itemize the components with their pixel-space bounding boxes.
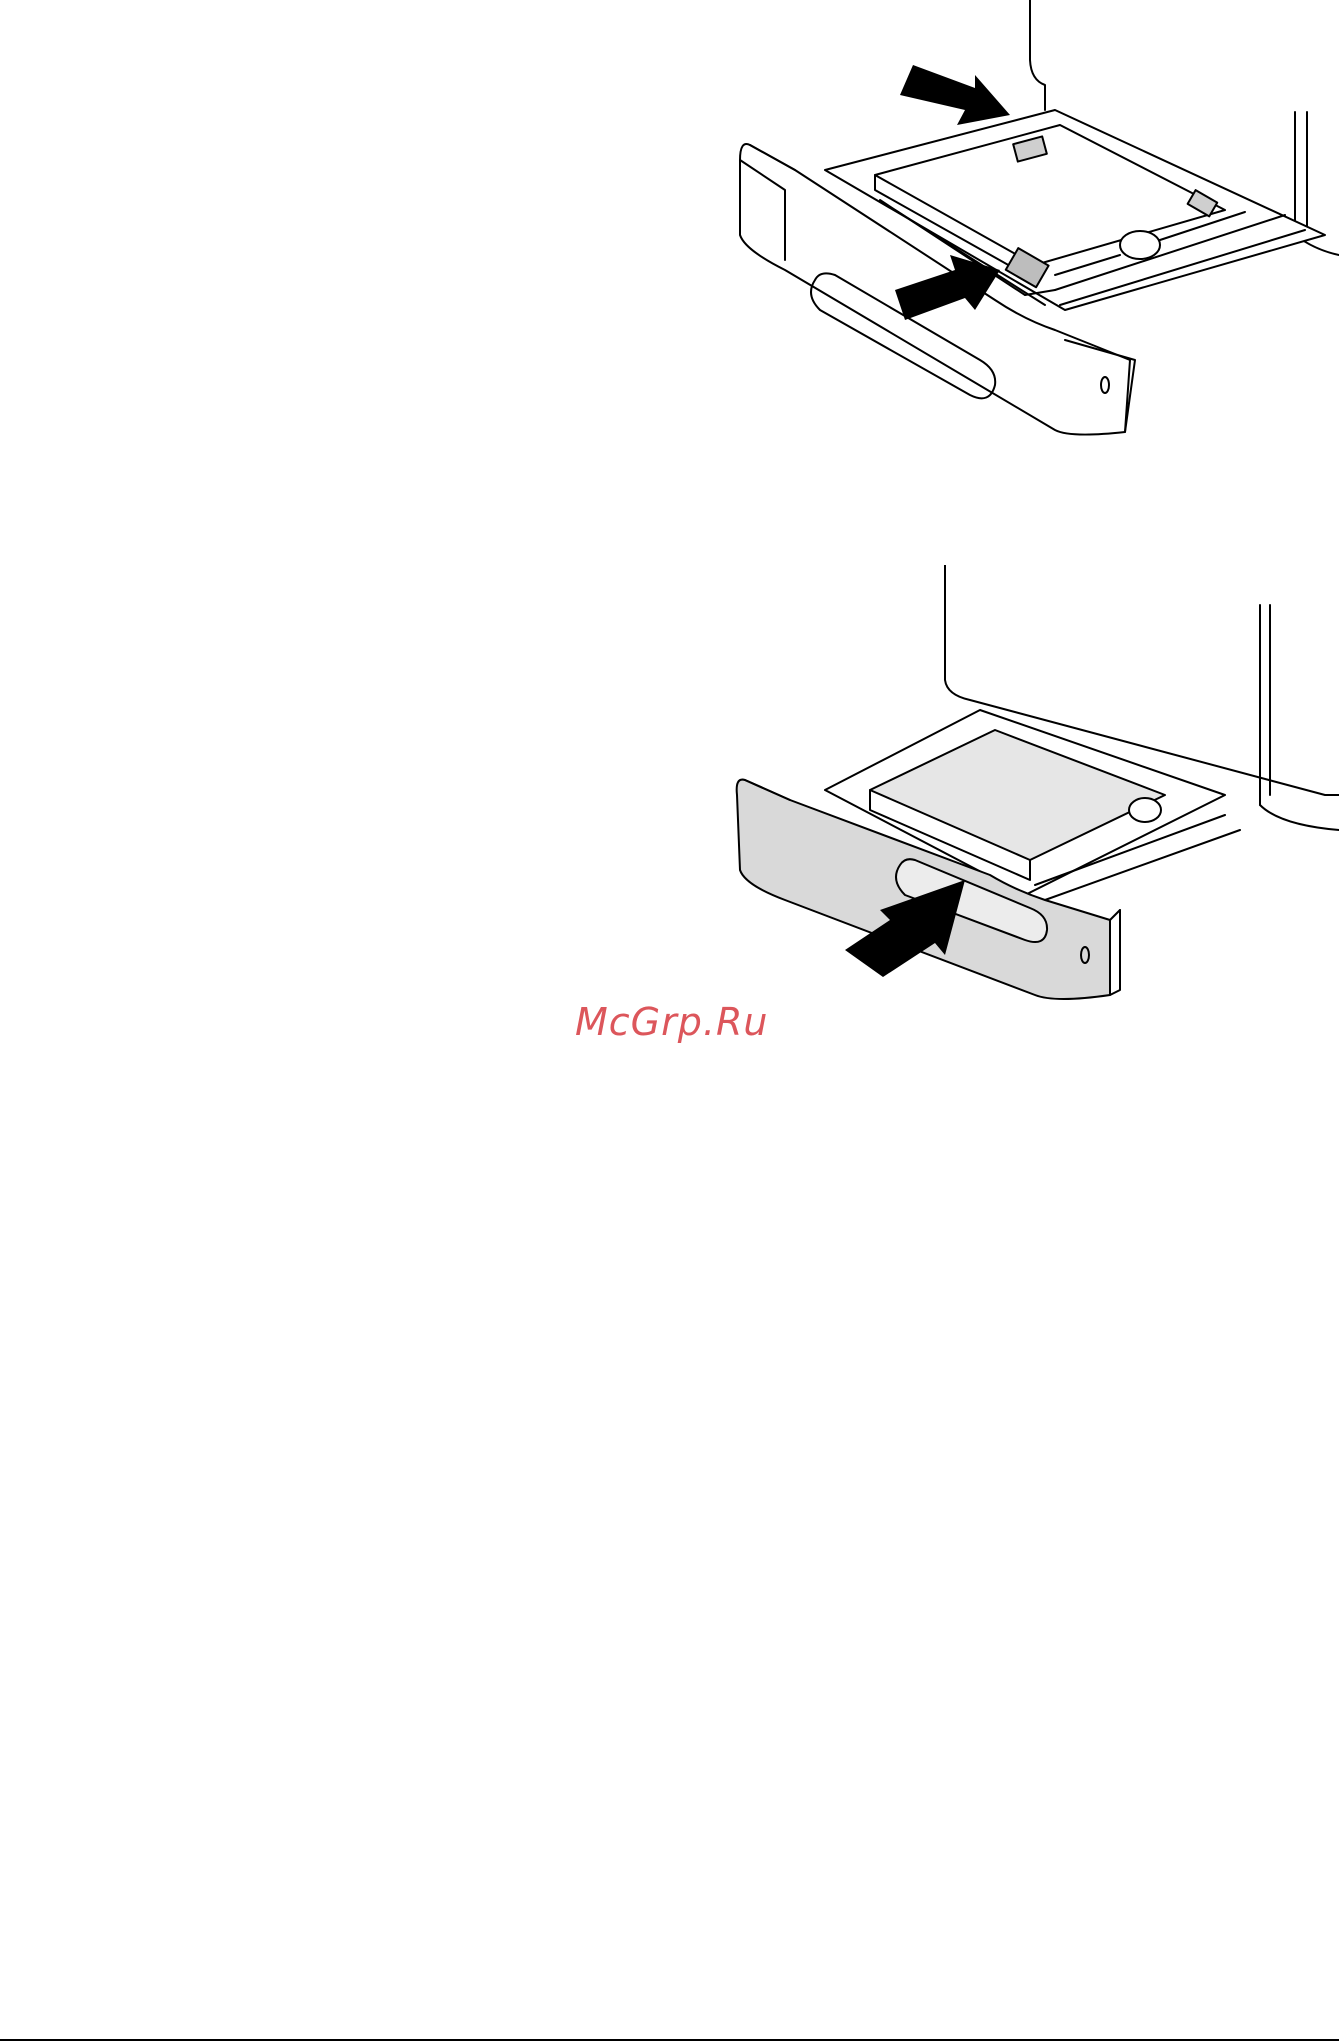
feed-roller <box>1129 798 1161 822</box>
watermark-text: McGrp.Ru <box>575 1000 768 1044</box>
printer-body-edge <box>1030 0 1045 110</box>
footer-divider <box>0 2039 1339 2041</box>
feed-roller <box>1120 231 1160 259</box>
paper-tray-insert-illustration <box>725 565 1339 1010</box>
paper-tray-guides-illustration <box>725 0 1339 440</box>
arrow-icon <box>900 65 1010 125</box>
